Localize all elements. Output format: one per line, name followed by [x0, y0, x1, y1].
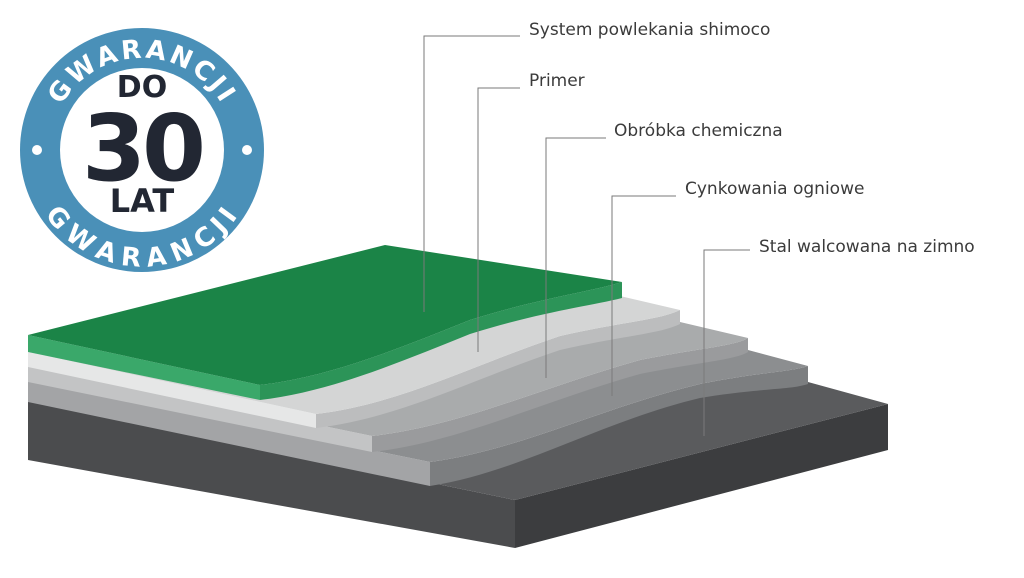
layer-coating-side	[260, 282, 622, 400]
layer-coating-front	[28, 335, 260, 400]
layer-steel-front	[28, 400, 515, 548]
label-coating-system: System powlekania shimoco	[529, 20, 770, 40]
leader-chemical	[545, 137, 606, 378]
badge-dot-right	[242, 145, 252, 155]
badge-unit: LAT	[110, 182, 175, 220]
layer-galvanizing-front	[28, 380, 430, 486]
badge-inner-disc	[60, 68, 224, 232]
label-hot-dip-galvanizing: Cynkowania ogniowe	[685, 179, 864, 199]
leader-steel	[703, 249, 750, 436]
badge-dot-left	[32, 145, 42, 155]
layer-labels: System powlekania shimoco Primer Obróbka…	[529, 20, 975, 257]
layer-chemical	[28, 322, 748, 452]
badge-number: 30	[82, 95, 202, 202]
leader-coating	[423, 35, 520, 312]
layer-chemical-front	[28, 365, 372, 452]
layer-coating-top	[28, 245, 622, 385]
leader-galvanizing	[611, 195, 676, 396]
layer-chemical-side	[372, 338, 748, 452]
layer-primer-side	[316, 310, 680, 428]
layer-chemical-top	[28, 322, 748, 436]
layer-galvanizing	[28, 350, 808, 486]
layer-steel-top	[28, 382, 888, 500]
warranty-badge: GWARANCJI GWARANCJI DO 30 LAT	[20, 28, 264, 274]
label-cold-rolled-steel: Stal walcowana na zimno	[759, 237, 975, 257]
layer-coating	[28, 245, 622, 400]
layer-steel-side	[515, 404, 888, 548]
layer-galvanizing-side	[430, 366, 808, 486]
badge-prefix: DO	[117, 70, 167, 105]
leader-primer	[477, 87, 520, 352]
label-chemical-treatment: Obróbka chemiczna	[614, 121, 783, 141]
leader-lines	[423, 35, 750, 436]
layer-steel	[28, 382, 888, 548]
layer-stack	[28, 245, 888, 548]
layer-primer-front	[28, 352, 316, 428]
layer-galvanizing-top	[28, 350, 808, 462]
label-primer: Primer	[529, 71, 585, 91]
